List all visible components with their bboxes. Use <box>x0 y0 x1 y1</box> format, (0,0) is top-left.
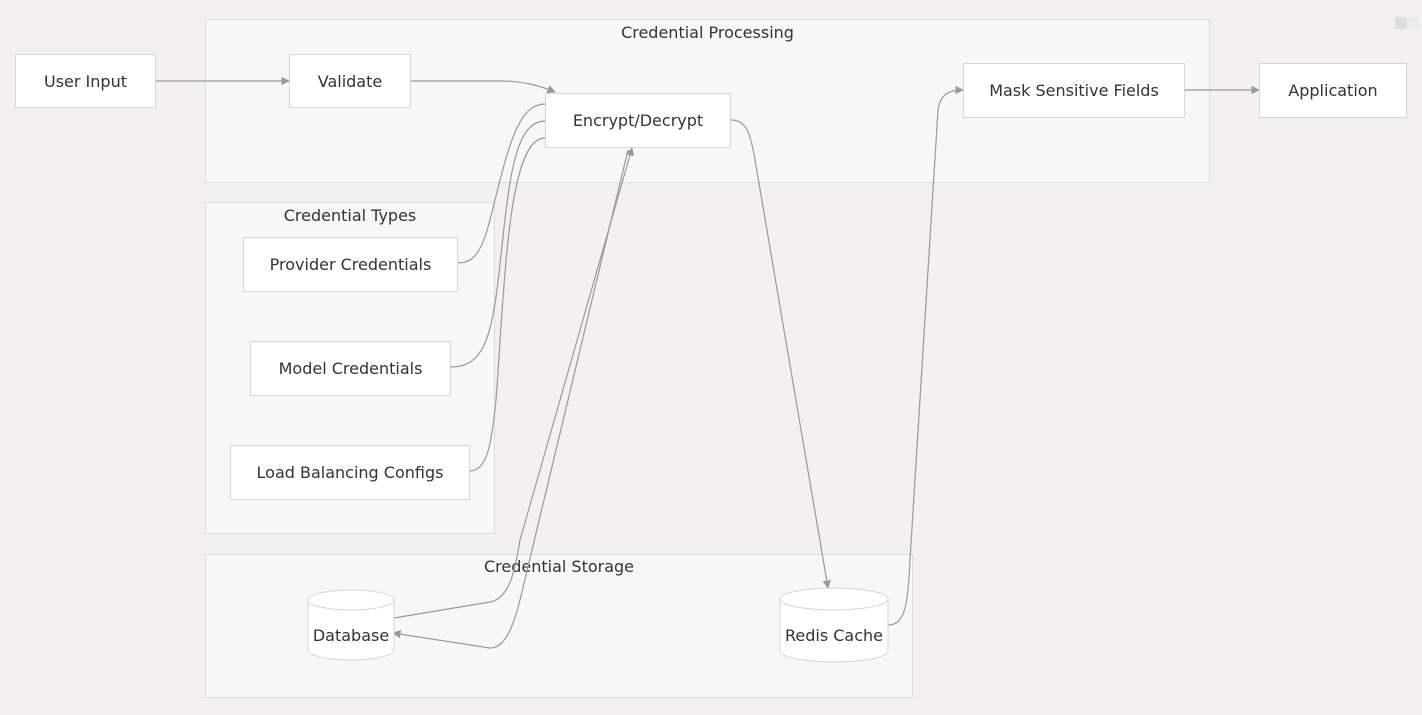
edge-encrypt-to-redis <box>730 119 831 589</box>
node-encrypt-decrypt[interactable]: Encrypt/Decrypt <box>545 93 731 148</box>
node-user-input[interactable]: User Input <box>15 54 156 108</box>
node-application[interactable]: Application <box>1259 63 1407 118</box>
node-load-balancing-configs[interactable]: Load Balancing Configs <box>230 445 470 500</box>
toggle-left-segment <box>1395 17 1407 29</box>
cluster-title: Credential Types <box>283 206 417 225</box>
node-mask-sensitive-fields[interactable]: Mask Sensitive Fields <box>963 63 1185 118</box>
node-model-credentials[interactable]: Model Credentials <box>250 341 451 396</box>
node-redis-cache-label: Redis Cache <box>784 626 884 645</box>
cluster-title: Credential Storage <box>483 557 635 576</box>
cluster-title: Credential Processing <box>621 23 794 42</box>
minimap-toggle[interactable] <box>1395 17 1419 29</box>
node-database-label: Database <box>312 626 390 645</box>
toggle-right-segment <box>1407 17 1419 29</box>
node-provider-credentials[interactable]: Provider Credentials <box>243 237 458 292</box>
node-validate[interactable]: Validate <box>289 54 411 108</box>
